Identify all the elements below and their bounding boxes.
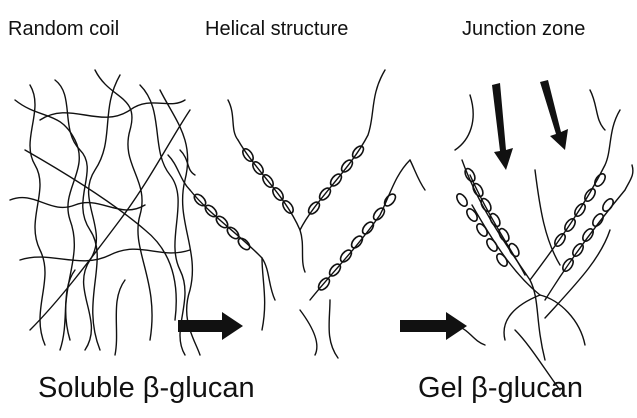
- arrow-down-icon: [492, 80, 568, 170]
- random-coil-strands: [10, 70, 200, 355]
- arrow-right-icon: [178, 312, 467, 340]
- junction-zone-strands: [450, 90, 633, 390]
- helical-strands: [168, 70, 425, 358]
